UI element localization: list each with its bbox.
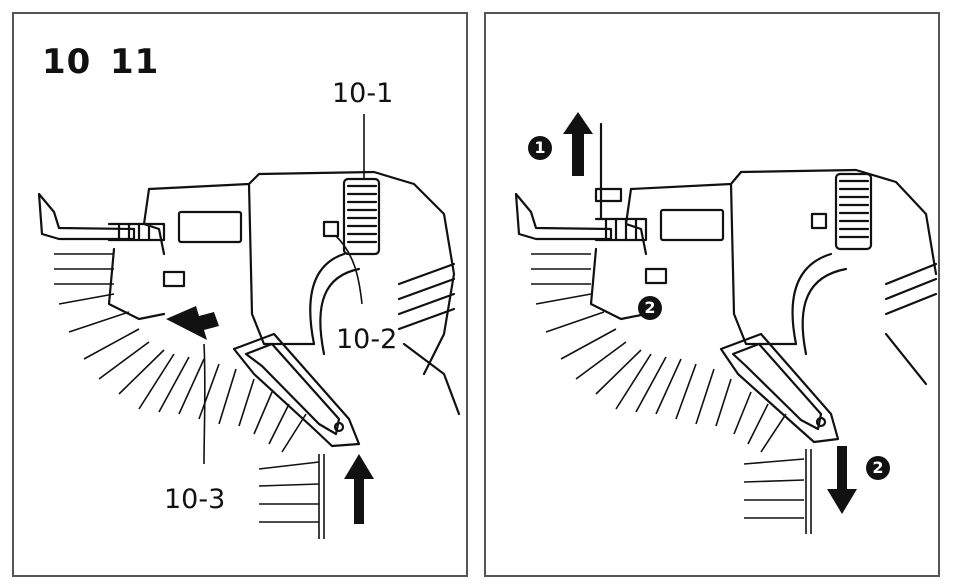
callout-10-2: 10-2 — [336, 324, 398, 355]
screwdriver-attachment-drawing-right — [514, 112, 938, 534]
figure-number-11: 11 — [110, 42, 160, 82]
callout-10-3: 10-3 — [164, 484, 226, 515]
figure-panel-right: 1 2 2 — [484, 12, 940, 577]
figure-panel-left: 10 11 10-1 10-2 10-3 — [12, 12, 468, 577]
step-1-marker: 1 — [528, 136, 552, 160]
figure-number-10: 10 — [42, 42, 92, 82]
callout-10-1: 10-1 — [332, 78, 394, 109]
screwdriver-attachment-drawing-left — [37, 114, 461, 539]
step-2-marker-pull: 2 — [866, 456, 890, 480]
step-2-marker-latch: 2 — [638, 296, 662, 320]
